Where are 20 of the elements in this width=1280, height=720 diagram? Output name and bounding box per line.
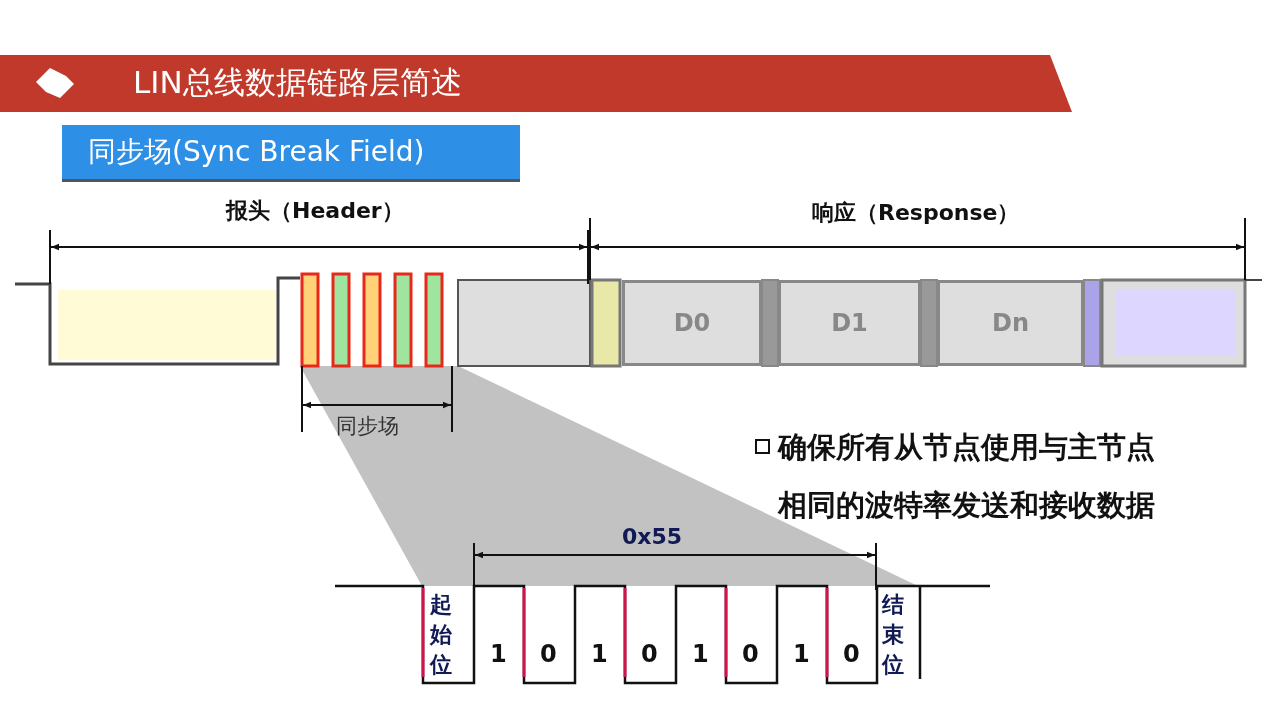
data-byte-box: D1 xyxy=(778,280,921,366)
slide-title: LIN总线数据链路层简述 xyxy=(133,63,462,102)
bit-value: 1 xyxy=(793,640,810,668)
section-banner: 同步场(Sync Break Field) xyxy=(62,125,520,182)
dimension-label: 报头（Header） xyxy=(226,197,404,225)
bit-value: 0 xyxy=(641,640,658,668)
dimension-label: 响应（Response） xyxy=(812,199,1020,227)
bit-value: 0 xyxy=(843,640,860,668)
bit-value: 0 xyxy=(540,640,557,668)
bit-value: 1 xyxy=(490,640,507,668)
bullet-text: 确保所有从节点使用与主节点相同的波特率发送和接收数据 xyxy=(778,429,1156,524)
dimension-label: 0x55 xyxy=(622,524,683,549)
data-byte-box: Dn xyxy=(937,280,1084,366)
stop-bit-label: 结束位 xyxy=(882,591,905,679)
bit-value: 1 xyxy=(591,640,608,668)
data-byte-box: D0 xyxy=(622,280,762,366)
start-bit-label: 起始位 xyxy=(430,591,453,679)
bit-value: 0 xyxy=(742,640,759,668)
bit-value: 1 xyxy=(692,640,709,668)
dimension-label: 同步场 xyxy=(336,413,399,440)
